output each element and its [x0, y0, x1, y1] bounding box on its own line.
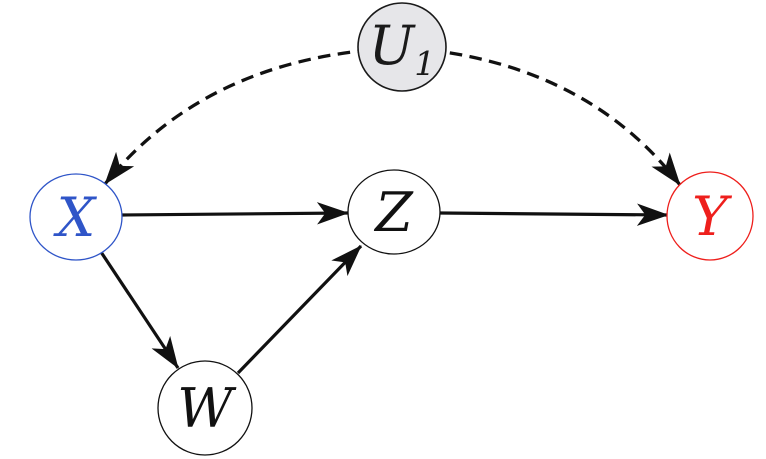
node-w: W	[157, 360, 253, 456]
node-u1-label-main: U	[369, 14, 416, 77]
node-u1-circle	[357, 2, 447, 92]
edge-w-to-z	[236, 244, 363, 375]
node-x: X	[29, 173, 123, 261]
node-y-label: Y	[692, 185, 732, 248]
edge-x-to-z	[121, 202, 349, 225]
node-y-circle	[666, 171, 754, 261]
node-y: Y	[666, 171, 754, 261]
node-z-label: Z	[373, 181, 414, 244]
node-x-circle	[29, 173, 123, 261]
edge-u1-to-x	[103, 48, 371, 186]
node-z: Z	[347, 169, 441, 255]
node-w-label: W	[177, 377, 237, 440]
node-u1-label-subscript: 1	[414, 44, 435, 83]
node-x-label: X	[53, 186, 98, 249]
node-w-circle	[157, 360, 253, 456]
edge-z-to-y	[439, 203, 669, 226]
node-u1-label: U1	[369, 14, 436, 83]
edge-layer	[99, 48, 682, 375]
edge-x-to-w	[99, 251, 180, 369]
node-u1: U1	[357, 2, 447, 92]
node-layer: U1 X Z Y W	[29, 2, 754, 456]
edge-u1-to-y	[429, 48, 682, 187]
node-z-circle	[347, 169, 441, 255]
